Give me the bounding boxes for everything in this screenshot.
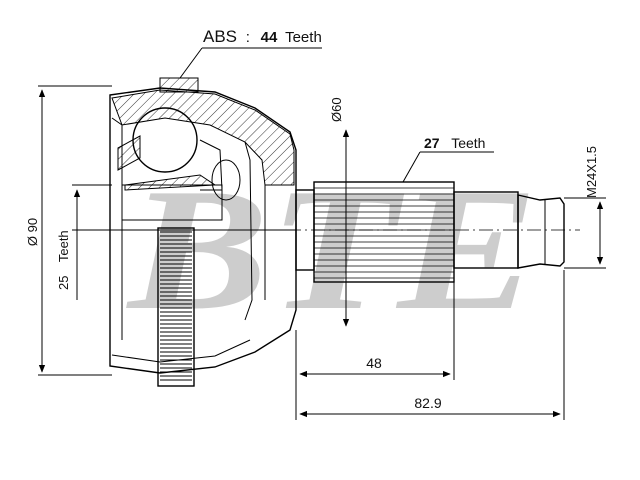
- dim-shaft-length: 48: [295, 280, 455, 420]
- abs-teeth-count: 44: [261, 29, 278, 46]
- total-length-label: 82.9: [414, 395, 441, 411]
- shaft-diameter-label: Ø60: [329, 97, 344, 122]
- outer-spline-count: 27: [424, 135, 440, 151]
- svg-text:27 Teeth: 27 Teeth: [424, 135, 485, 151]
- dim-thread: M24X1.5: [564, 146, 606, 269]
- abs-ring: [157, 227, 195, 387]
- outer-diameter-label: Ø 90: [25, 218, 40, 246]
- dim-outer-diameter: Ø 90: [25, 85, 112, 376]
- abs-teeth-word: Teeth: [285, 29, 322, 46]
- outer-spline-callout: 27 Teeth: [402, 135, 494, 183]
- ball-cage: [117, 107, 241, 221]
- abs-label: ABS: [203, 27, 237, 46]
- svg-text:ABS : 44 Tee: ABS : 44 Teeth: [203, 27, 322, 46]
- dim-total-length: 82.9: [299, 270, 565, 420]
- svg-text:25 Teeth: 25 Teeth: [56, 230, 71, 290]
- thread-label: M24X1.5: [584, 146, 599, 198]
- inner-spline-word: Teeth: [56, 230, 71, 262]
- abs-tone-ring-top: [159, 77, 199, 93]
- abs-colon: :: [246, 29, 250, 46]
- abs-callout: ABS : 44 Teeth: [179, 27, 322, 79]
- inner-spline-count: 25: [56, 276, 71, 290]
- outer-spline-word: Teeth: [451, 135, 485, 151]
- dim-shaft-diameter: Ø60: [329, 97, 350, 327]
- housing: [109, 87, 297, 374]
- dim-inner-spline: 25 Teeth: [56, 184, 112, 300]
- stub-shaft: [295, 181, 565, 283]
- shaft-length-label: 48: [366, 355, 382, 371]
